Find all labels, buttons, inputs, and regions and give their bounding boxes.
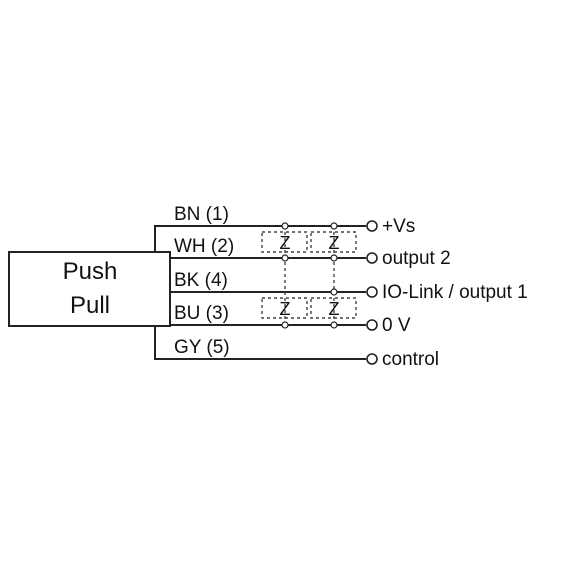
terminal-control xyxy=(366,353,378,365)
load-label-upper-right: Z xyxy=(329,233,340,253)
wire-label-bk: BK (4) xyxy=(174,270,228,291)
wire-gy: GY (5) control xyxy=(154,326,439,370)
junction-node xyxy=(330,288,338,296)
junction-node xyxy=(281,254,289,262)
junction-node xyxy=(330,321,338,329)
load-connections: Z Z Z Z xyxy=(261,222,357,329)
wire-bk: BK (4) IO-Link / output 1 xyxy=(170,270,528,303)
load-z-upper-right xyxy=(310,231,357,253)
load-label-lower-left: Z xyxy=(280,299,291,319)
load-label-lower-right: Z xyxy=(329,299,340,319)
load-z-lower-left xyxy=(261,297,308,319)
junction-node xyxy=(281,222,289,230)
load-z-upper-left xyxy=(261,231,308,253)
wire-label-wh: WH (2) xyxy=(174,236,234,257)
device-label-line1: Push xyxy=(63,258,118,285)
device-box: Push Pull xyxy=(8,251,171,327)
wire-bu: BU (3) 0 V xyxy=(170,303,411,336)
device-label-line2: Pull xyxy=(70,292,110,319)
wire-bn: BN (1) +Vs xyxy=(154,204,415,252)
terminal-label-control: control xyxy=(382,349,439,370)
wire-label-gy: GY (5) xyxy=(174,337,230,358)
load-label-upper-left: Z xyxy=(280,233,291,253)
terminal-label-vs: +Vs xyxy=(382,216,415,237)
load-z-lower-right xyxy=(310,297,357,319)
wire-label-bn: BN (1) xyxy=(174,204,229,225)
terminal-label-0v: 0 V xyxy=(382,315,411,336)
terminal-label-io-link-output-1: IO-Link / output 1 xyxy=(382,282,528,303)
terminal-0v xyxy=(366,319,378,331)
wire-label-bu: BU (3) xyxy=(174,303,229,324)
junction-node xyxy=(330,254,338,262)
terminal-output-2 xyxy=(366,252,378,264)
junction-node xyxy=(330,222,338,230)
junction-node xyxy=(281,321,289,329)
terminal-label-output-2: output 2 xyxy=(382,248,451,269)
terminal-io-link-output-1 xyxy=(366,286,378,298)
terminal-vs xyxy=(366,220,378,232)
